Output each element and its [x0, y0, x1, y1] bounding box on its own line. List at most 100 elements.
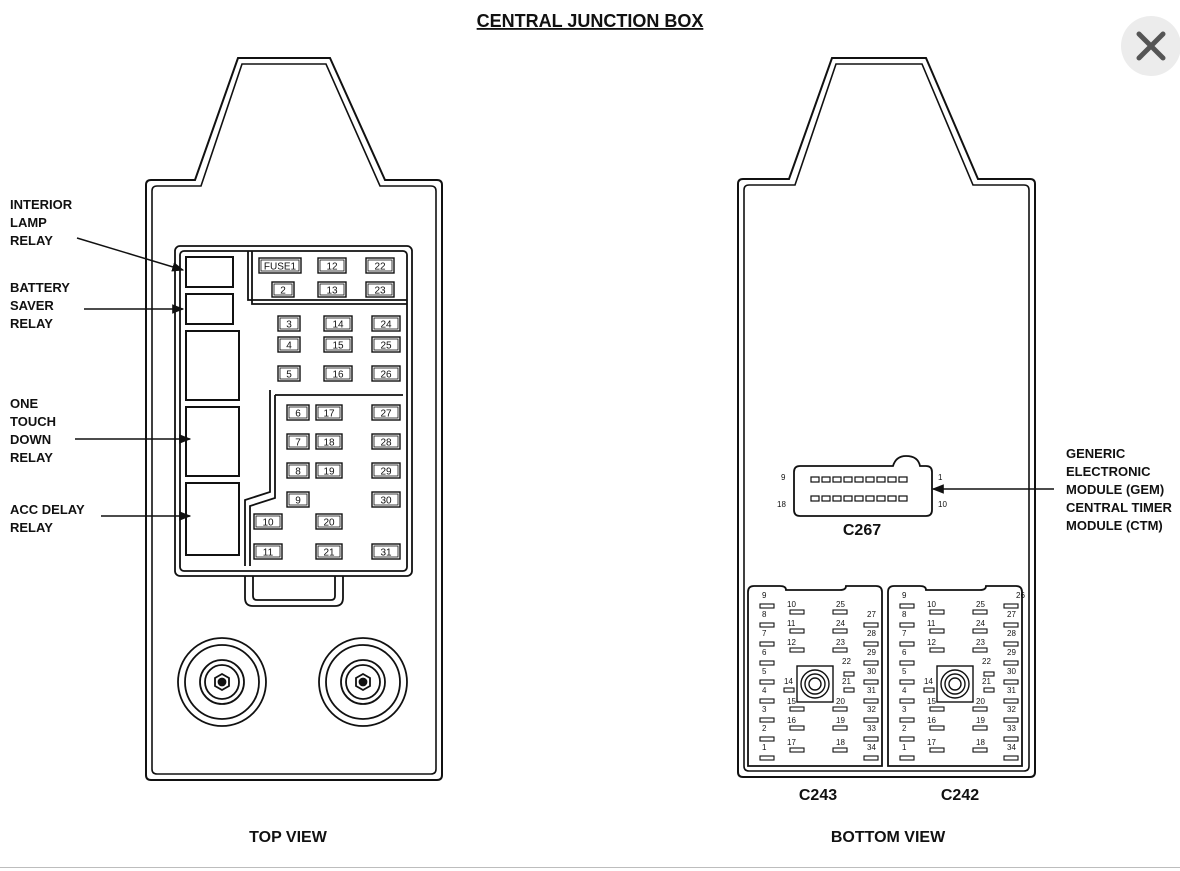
label-one-touch-down-relay-1: ONE [10, 396, 39, 411]
fuse-22: 22 [365, 257, 395, 274]
close-button[interactable] [1121, 16, 1180, 76]
c242-pin-9 [899, 603, 915, 609]
c242-pin-label: 11 [927, 619, 936, 628]
c242-pin-33 [1003, 736, 1019, 742]
c242-pin-10 [929, 609, 945, 615]
c243-pin-6 [759, 660, 775, 666]
fuse-label: 11 [263, 548, 274, 559]
fuse-21: 21 [315, 543, 343, 560]
fuse-10: 10 [253, 513, 283, 530]
fuse-19: 19 [315, 462, 343, 479]
fuse-label: 13 [326, 286, 338, 297]
c243-pin-24 [832, 628, 848, 634]
c243-pin-label: 4 [762, 686, 767, 695]
c243-pin-8 [759, 622, 775, 628]
fuse-6: 6 [286, 404, 310, 421]
c243-pin-14 [783, 687, 795, 693]
c243-pin-label: 15 [787, 697, 796, 706]
c242-pin-label: 27 [1007, 610, 1016, 619]
fuse-label: 21 [323, 548, 335, 559]
c243-pin-27 [863, 622, 879, 628]
fuse-13: 13 [317, 281, 347, 298]
c243-pin-33 [863, 736, 879, 742]
c243-pin-7 [759, 641, 775, 647]
fuse-label: 5 [286, 370, 292, 381]
label-gem-4: CENTRAL TIMER [1066, 500, 1173, 515]
c242-pin-22 [983, 671, 995, 677]
c243-pin-15 [789, 706, 805, 712]
c243-pin-30 [863, 679, 879, 685]
fuse-20: 20 [315, 513, 343, 530]
label-interior-lamp-relay-3: RELAY [10, 233, 53, 248]
fuse-label: 19 [323, 467, 335, 478]
top-view-box [145, 57, 443, 781]
fuse-label: 23 [374, 286, 386, 297]
c267-pin [832, 476, 842, 483]
fuse-label: 17 [323, 409, 335, 420]
fuse-7: 7 [286, 433, 310, 450]
c242-stud-inner [948, 677, 962, 691]
c242-pin-label: 17 [927, 738, 936, 747]
fuse-label: 15 [332, 341, 344, 352]
label-one-touch-down-relay-3: DOWN [10, 432, 51, 447]
label-battery-saver-relay-1: BATTERY [10, 280, 70, 295]
c243-pin-label: 10 [787, 600, 796, 609]
label-interior-lamp-relay-2: LAMP [10, 215, 47, 230]
fuse-11: 11 [253, 543, 283, 560]
c242-pin-label: 25 [976, 600, 985, 609]
fuse-label: 20 [323, 518, 335, 529]
c267-pin [854, 476, 864, 483]
c242-pin-label: 14 [924, 677, 933, 686]
c243-label: C243 [799, 787, 837, 804]
c243-pin-label: 3 [762, 705, 767, 714]
c243-pin-9 [759, 603, 775, 609]
fuse-label: 18 [323, 438, 335, 449]
fuse-label: FUSE1 [264, 262, 297, 273]
c243-pin-label: 32 [867, 705, 876, 714]
c243-pin-label: 18 [836, 738, 845, 747]
c243-pin-label: 30 [867, 667, 876, 676]
fuse-grid: FUSE123456789101112131415161718192021222… [253, 257, 401, 560]
fuse-29: 29 [371, 462, 401, 479]
c242-pin-12 [929, 647, 945, 653]
label-gem-5: MODULE (CTM) [1066, 518, 1163, 533]
c243-pin-label: 16 [787, 716, 796, 725]
c242-pin-label: 4 [902, 686, 907, 695]
c243-pin-34 [863, 755, 879, 761]
acc-delay-relay [185, 482, 240, 556]
c243-stud-inner [808, 677, 822, 691]
c267-pin [821, 476, 831, 483]
c242-pin-label: 12 [927, 638, 936, 647]
c242-pin-20 [972, 706, 988, 712]
fuse-9: 9 [286, 491, 310, 508]
fuse-31: 31 [371, 543, 401, 560]
fuse-30: 30 [371, 491, 401, 508]
c242-pin-label: 3 [902, 705, 907, 714]
c267-pin [887, 495, 897, 502]
c242-pin-26 [1003, 603, 1019, 609]
bottom-divider [0, 867, 1180, 868]
c242-pin-21 [983, 687, 995, 693]
fuse-label: 22 [374, 262, 386, 273]
c242-pin-29 [1003, 660, 1019, 666]
c267-pin-10: 10 [938, 500, 947, 509]
c242-pin-23 [972, 647, 988, 653]
fuse-26: 26 [371, 365, 401, 382]
c242-label: C242 [941, 787, 979, 804]
fuse-label: 26 [380, 370, 392, 381]
c242-pin-label: 31 [1007, 686, 1016, 695]
c243-pin-10 [789, 609, 805, 615]
gem-ctm-label: GENERIC ELECTRONIC MODULE (GEM) CENTRAL … [1066, 446, 1173, 533]
fuse-label: 31 [380, 548, 392, 559]
c243-pin-label: 21 [842, 677, 851, 686]
c243-pin-20 [832, 706, 848, 712]
fuse-27: 27 [371, 404, 401, 421]
c267-pin [821, 495, 831, 502]
c243-pin-label: 17 [787, 738, 796, 747]
c267-pin [843, 495, 853, 502]
c243-pin-31 [863, 698, 879, 704]
label-gem-3: MODULE (GEM) [1066, 482, 1164, 497]
c243-pin-label: 7 [762, 629, 767, 638]
connector-c267 [793, 455, 933, 517]
